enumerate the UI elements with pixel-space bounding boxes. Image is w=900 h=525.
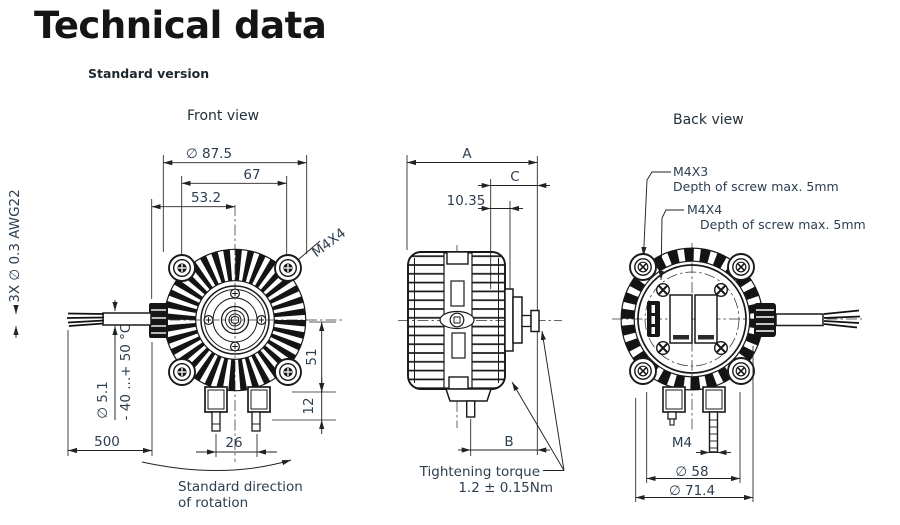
front-mounting-ears bbox=[168, 254, 302, 386]
temperature-range: - 40 ...+ 50 °C bbox=[118, 324, 134, 421]
dim-front-wire-spec: 3X ∅ 0.3 AWG22 bbox=[7, 189, 23, 338]
svg-text:67: 67 bbox=[243, 167, 260, 183]
back-extension-lines bbox=[635, 346, 754, 502]
page-title: Technical data bbox=[34, 4, 327, 47]
svg-text:M4X4: M4X4 bbox=[687, 202, 722, 217]
back-screw-callout-m4x3: M4X3 Depth of screw max. 5mm bbox=[641, 164, 839, 257]
svg-text:∅ 71.4: ∅ 71.4 bbox=[669, 483, 715, 499]
svg-text:12: 12 bbox=[301, 397, 317, 414]
svg-text:M4: M4 bbox=[672, 435, 692, 451]
back-bolt-circle bbox=[644, 271, 740, 367]
front-cable-gland-ridges bbox=[151, 309, 166, 334]
subtitle-standard-version: Standard version bbox=[88, 66, 210, 81]
side-foot bbox=[444, 388, 493, 402]
svg-text:M4X4: M4X4 bbox=[309, 225, 349, 261]
svg-text:B: B bbox=[504, 434, 513, 450]
dim-back-71-4: ∅ 71.4 bbox=[635, 483, 753, 501]
front-cable-gland bbox=[149, 303, 168, 338]
back-mounting-ears bbox=[629, 253, 755, 385]
svg-text:1.2 ± 0.15Nm: 1.2 ± 0.15Nm bbox=[458, 480, 553, 496]
dim-back-58: ∅ 58 bbox=[646, 464, 740, 482]
front-cooling-fins bbox=[164, 249, 306, 391]
back-view: Back view M4X3 Depth of screw max. 5mm M… bbox=[612, 112, 866, 502]
svg-text:A: A bbox=[462, 146, 472, 162]
dim-front-53-2: 53.2 bbox=[151, 190, 235, 210]
dim-side-c: C bbox=[478, 169, 550, 189]
front-view-label: Front view bbox=[187, 108, 259, 124]
back-wire-ends bbox=[823, 309, 861, 329]
dim-side-b: B bbox=[458, 434, 550, 453]
front-wire-ends bbox=[66, 312, 105, 327]
back-winding-windows bbox=[669, 294, 718, 344]
front-hub bbox=[200, 285, 270, 355]
rotation-arrow bbox=[141, 459, 292, 471]
front-extension-lines bbox=[67, 155, 336, 457]
back-rating-label-marks bbox=[651, 305, 655, 334]
back-threaded-stud bbox=[708, 411, 719, 453]
dim-front-outer-diameter: ∅ 87.5 bbox=[163, 146, 307, 166]
dim-front-51: 51 bbox=[304, 322, 325, 392]
back-cable-sheath bbox=[775, 313, 824, 327]
svg-text:10.35: 10.35 bbox=[447, 193, 486, 209]
back-cable-gland bbox=[754, 303, 776, 337]
front-hub-screws bbox=[203, 288, 267, 352]
svg-text:Depth of screw max. 5mm: Depth of screw max. 5mm bbox=[673, 179, 839, 194]
back-cable-gland-ridges bbox=[756, 309, 774, 332]
svg-text:Depth of screw max. 5mm: Depth of screw max. 5mm bbox=[700, 217, 866, 232]
front-motor-body bbox=[66, 248, 307, 432]
svg-text:500: 500 bbox=[94, 434, 120, 450]
svg-text:Tightening torque: Tightening torque bbox=[419, 464, 540, 480]
svg-text:C: C bbox=[510, 169, 519, 185]
front-terminals bbox=[204, 386, 271, 432]
dim-side-a: A bbox=[407, 146, 538, 166]
svg-text:Standard direction: Standard direction bbox=[178, 479, 303, 495]
back-terminals bbox=[662, 386, 726, 453]
svg-text:of rotation: of rotation bbox=[178, 495, 248, 511]
dim-front-67: 67 bbox=[181, 167, 287, 186]
side-view: A C 10.35 B bbox=[398, 146, 565, 496]
front-view: Front view ∅ 87. bbox=[7, 108, 349, 511]
svg-text:∅ 5.1: ∅ 5.1 bbox=[95, 381, 111, 419]
svg-text:M4X3: M4X3 bbox=[673, 164, 708, 179]
back-screw-callout-m4x4: M4X4 Depth of screw max. 5mm bbox=[658, 202, 866, 281]
shaft-nut bbox=[530, 309, 540, 333]
side-hub bbox=[439, 310, 475, 330]
svg-text:∅ 87.5: ∅ 87.5 bbox=[186, 146, 232, 162]
svg-text:51: 51 bbox=[304, 348, 320, 365]
dim-front-500: 500 bbox=[68, 434, 152, 454]
dim-back-stud-m4: M4 bbox=[672, 435, 731, 456]
svg-text:53.2: 53.2 bbox=[191, 190, 221, 206]
dim-side-10-35: 10.35 bbox=[447, 193, 523, 212]
dim-front-26: 26 bbox=[196, 435, 277, 455]
tightening-torque-note: Tightening torque 1.2 ± 0.15Nm bbox=[419, 330, 565, 496]
back-motor-body bbox=[620, 247, 861, 453]
side-shaft-assembly bbox=[504, 288, 540, 352]
back-inner-screws bbox=[655, 282, 729, 356]
dim-front-12: 12 bbox=[301, 378, 325, 434]
svg-text:3X ∅ 0.3 AWG22: 3X ∅ 0.3 AWG22 bbox=[7, 189, 23, 302]
front-screw-callout: M4X4 bbox=[291, 225, 349, 266]
rotation-direction-note: Standard direction of rotation bbox=[141, 459, 303, 511]
svg-text:26: 26 bbox=[225, 435, 242, 451]
back-view-label: Back view bbox=[673, 112, 744, 128]
dim-front-wire-diameter: ∅ 5.1 - 40 ...+ 50 °C bbox=[95, 300, 134, 420]
front-cable-sheath bbox=[102, 312, 152, 326]
side-foot-pin bbox=[466, 400, 476, 418]
shaft-hex bbox=[230, 315, 240, 325]
svg-text:∅ 58: ∅ 58 bbox=[675, 464, 708, 480]
side-motor-body bbox=[407, 251, 540, 418]
